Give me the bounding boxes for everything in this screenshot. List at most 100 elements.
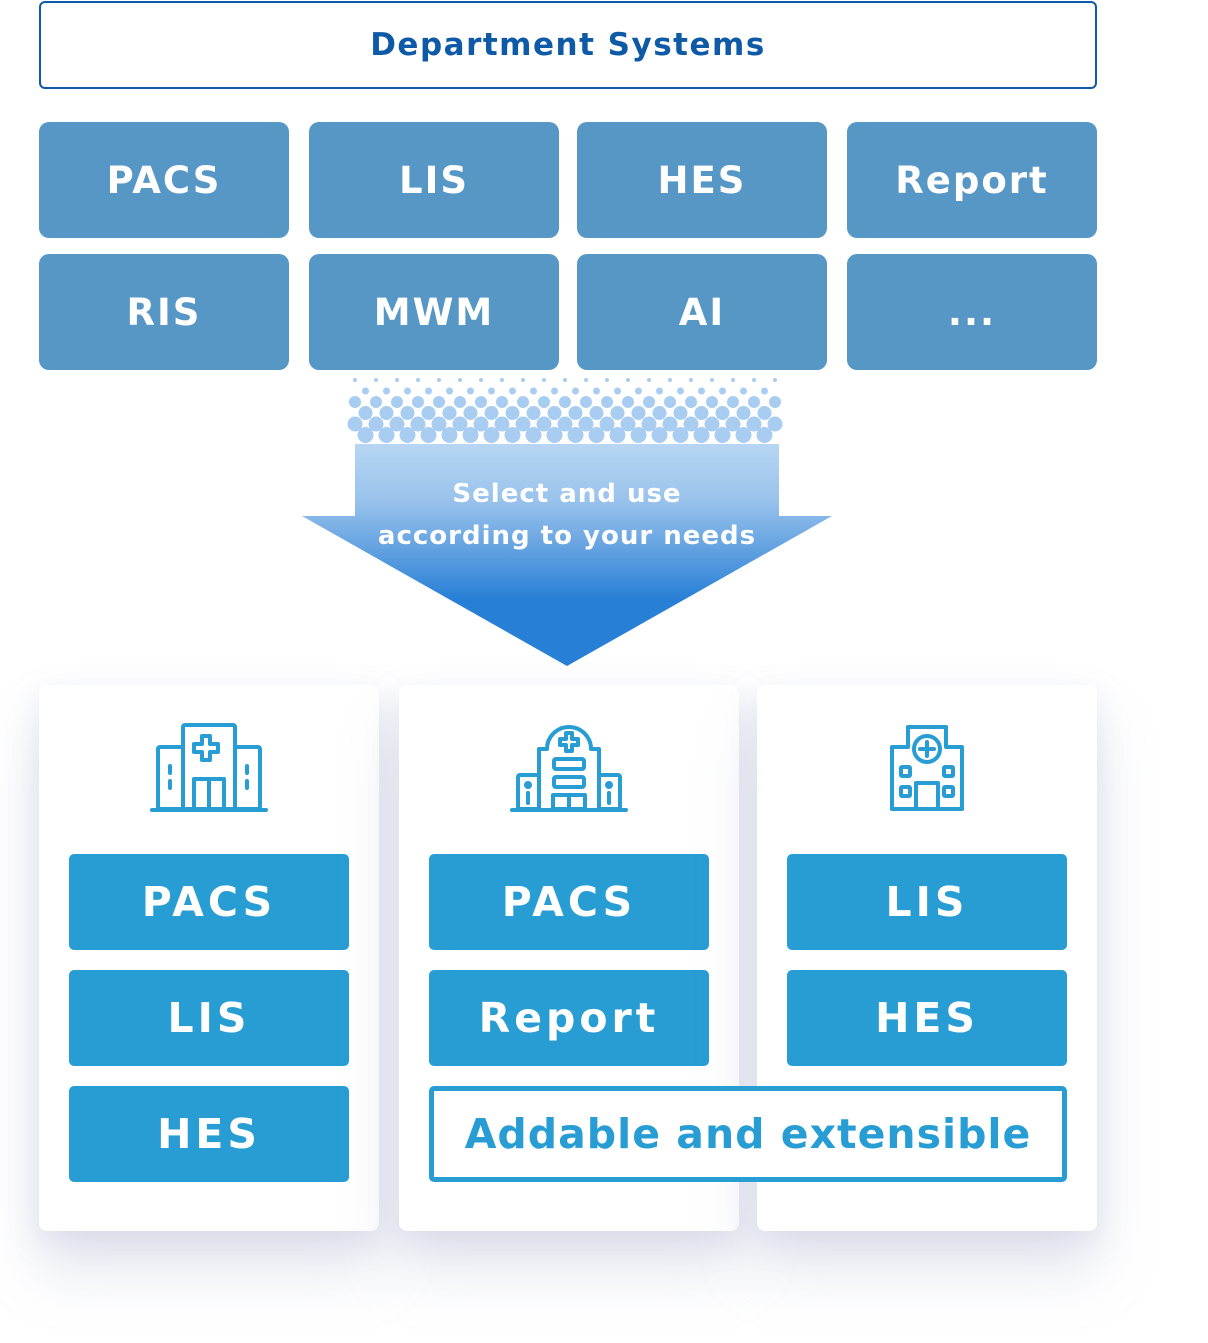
halftone-dot [683, 416, 699, 432]
system-tile-ai: AI [577, 254, 827, 370]
halftone-dot [673, 406, 688, 420]
halftone-dot [374, 378, 378, 382]
halftone-dot [525, 427, 542, 443]
halftone-dot [748, 396, 760, 408]
halftone-dot [357, 427, 374, 443]
halftone-dot [494, 416, 510, 432]
module-pacs: PACS [69, 854, 349, 950]
halftone-dot [630, 427, 647, 443]
system-tile-report: Report [847, 122, 1097, 238]
halftone-dot [698, 387, 705, 395]
selection-arrow: Select and use according to your needs [302, 376, 832, 666]
halftone-dot [580, 396, 592, 408]
halftone-dot [530, 387, 537, 395]
halftone-dot [685, 396, 697, 408]
halftone-dot [601, 396, 613, 408]
halftone-dot [505, 406, 520, 420]
halftone-dot [538, 396, 550, 408]
addable-extensible-box: Addable and extensible [429, 1086, 1067, 1182]
halftone-dot [454, 396, 466, 408]
halftone-dot [410, 416, 426, 432]
halftone-dot [568, 406, 583, 420]
halftone-dot [368, 416, 384, 432]
hospital-card-1: PACS LIS HES [39, 685, 379, 1231]
halftone-dot [483, 427, 500, 443]
halftone-dot [605, 378, 609, 382]
halftone-dot [551, 387, 558, 395]
halftone-dot [378, 427, 395, 443]
halftone-dot [362, 387, 369, 395]
halftone-dot [442, 406, 457, 420]
halftone-dot [620, 416, 636, 432]
halftone-dot [425, 387, 432, 395]
halftone-dot [370, 396, 382, 408]
system-tile-lis: LIS [309, 122, 559, 238]
halftone-dot [395, 378, 399, 382]
halftone-dot [546, 427, 563, 443]
halftone-dot [416, 378, 420, 382]
halftone-dot [475, 396, 487, 408]
system-tile-more: ... [847, 254, 1097, 370]
system-tile-pacs: PACS [39, 122, 289, 238]
halftone-dot [746, 416, 762, 432]
system-tile-mwm: MWM [309, 254, 559, 370]
halftone-dot [526, 406, 541, 420]
halftone-dot [731, 378, 735, 382]
halftone-dot [441, 427, 458, 443]
halftone-dot [500, 378, 504, 382]
halftone-dot [599, 416, 615, 432]
halftone-dot [347, 416, 363, 432]
halftone-dot [400, 406, 415, 420]
halftone-dot [736, 406, 751, 420]
halftone-dot [412, 396, 424, 408]
halftone-dot [622, 396, 634, 408]
halftone-dot [719, 387, 726, 395]
halftone-dot [735, 427, 752, 443]
module-report: Report [429, 970, 709, 1066]
halftone-dot [610, 406, 625, 420]
halftone-dot [589, 406, 604, 420]
halftone-dot [651, 427, 668, 443]
halftone-dot [446, 387, 453, 395]
halftone-dot [757, 406, 772, 420]
halftone-dot [694, 406, 709, 420]
system-tile-ris: RIS [39, 254, 289, 370]
halftone-dot [715, 406, 730, 420]
module-lis: LIS [69, 970, 349, 1066]
module-hes: HES [69, 1086, 349, 1182]
department-systems-title: Department Systems [39, 1, 1097, 89]
halftone-dot [391, 396, 403, 408]
halftone-dot [542, 378, 546, 382]
halftone-dot [496, 396, 508, 408]
hospital-tower-icon [510, 725, 628, 812]
down-arrow-icon [302, 378, 832, 666]
halftone-dot [668, 378, 672, 382]
halftone-dot [353, 378, 357, 382]
halftone-dot [769, 396, 781, 408]
halftone-dot [488, 387, 495, 395]
halftone-dot [664, 396, 676, 408]
halftone-dot [626, 378, 630, 382]
halftone-dot [458, 378, 462, 382]
halftone-dot [593, 387, 600, 395]
halftone-dot [662, 416, 678, 432]
halftone-dot [421, 406, 436, 420]
halftone-dot [431, 416, 447, 432]
halftone-dot [358, 406, 373, 420]
system-tile-hes: HES [577, 122, 827, 238]
halftone-dot [704, 416, 720, 432]
halftone-dot [740, 387, 747, 395]
halftone-dot [504, 427, 521, 443]
halftone-dot [614, 387, 621, 395]
halftone-dot [752, 378, 756, 382]
halftone-dot [463, 406, 478, 420]
halftone-dot [349, 396, 361, 408]
halftone-dot [536, 416, 552, 432]
halftone-dot [515, 416, 531, 432]
halftone-dot [479, 378, 483, 382]
halftone-dot [559, 396, 571, 408]
halftone-dot [379, 406, 394, 420]
halftone-dot [521, 378, 525, 382]
arrow-caption-line1: Select and use [452, 479, 682, 509]
halftone-dot [452, 416, 468, 432]
